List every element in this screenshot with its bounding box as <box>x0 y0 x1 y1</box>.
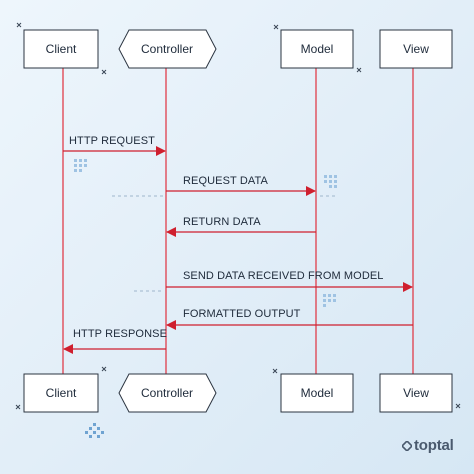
cross-icon <box>356 67 362 73</box>
message-http-request: HTTP REQUEST <box>63 135 166 156</box>
client-box-bottom: Client <box>23 373 99 413</box>
message-label: REQUEST DATA <box>183 175 268 187</box>
cross-marks <box>15 22 461 410</box>
cross-icon <box>272 368 278 374</box>
client-label: Client <box>46 42 77 56</box>
dot-grid-icon <box>323 294 336 307</box>
cross-icon <box>455 403 461 409</box>
message-label: FORMATTED OUTPUT <box>183 308 301 320</box>
view-box-bottom: View <box>379 373 453 413</box>
message-label: HTTP RESPONSE <box>73 328 167 340</box>
controller-box-top: Controller <box>118 29 217 69</box>
message-request-data: REQUEST DATA <box>166 175 316 196</box>
cross-icon <box>273 24 279 30</box>
view-label: View <box>403 42 429 56</box>
message-send-data: SEND DATA RECEIVED FROM MODEL <box>166 270 413 292</box>
dot-grid-icon <box>324 175 337 188</box>
client-box-top: Client <box>23 29 99 69</box>
message-return-data: RETURN DATA <box>166 216 316 237</box>
cross-icon <box>15 404 21 410</box>
model-label: Model <box>301 386 334 400</box>
controller-label: Controller <box>141 386 193 400</box>
model-box-top: Model <box>280 29 354 69</box>
controller-box-bottom: Controller <box>118 373 217 413</box>
toptal-logo-text: toptal <box>414 437 454 454</box>
client-label: Client <box>46 386 77 400</box>
cross-icon <box>16 22 22 28</box>
view-box-top: View <box>379 29 453 69</box>
diamond-dots-icon <box>85 423 104 438</box>
model-label: Model <box>301 42 334 56</box>
model-box-bottom: Model <box>280 373 354 413</box>
message-formatted-output: FORMATTED OUTPUT <box>166 308 413 330</box>
message-label: RETURN DATA <box>183 216 261 228</box>
cross-icon <box>101 69 107 75</box>
toptal-logo-icon <box>402 441 412 451</box>
dot-grid-icon <box>74 159 87 172</box>
controller-label: Controller <box>141 42 193 56</box>
message-http-response: HTTP RESPONSE <box>63 328 167 354</box>
view-label: View <box>403 386 429 400</box>
cross-icon <box>101 366 107 372</box>
message-label: HTTP REQUEST <box>69 135 155 147</box>
message-label: SEND DATA RECEIVED FROM MODEL <box>183 270 384 282</box>
